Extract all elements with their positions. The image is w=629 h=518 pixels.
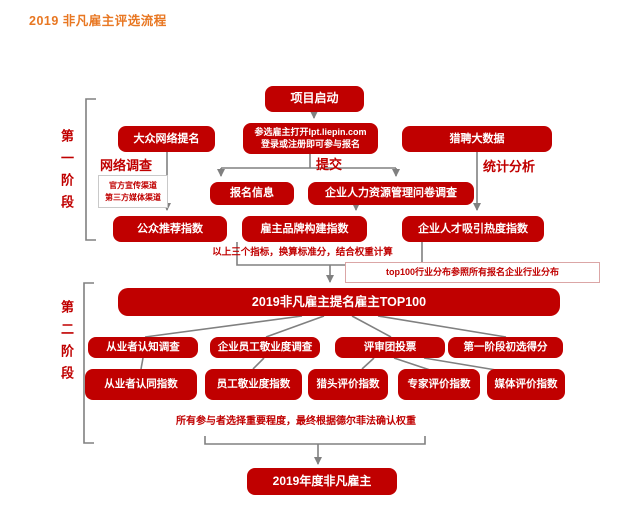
node-public-recommend-index: 公众推荐指数 <box>113 216 227 242</box>
node-final-award: 2019年度非凡雇主 <box>247 468 397 495</box>
node-hr-questionnaire: 企业人力资源管理问卷调查 <box>308 182 474 205</box>
node-project-start: 项目启动 <box>265 86 364 112</box>
node-liepin-bigdata: 猎聘大数据 <box>402 126 552 152</box>
stage1-label: 第一阶段 <box>59 129 74 217</box>
stage1-bracket <box>85 98 96 241</box>
node-registration-info: 报名信息 <box>210 182 294 205</box>
submit-label: 提交 <box>316 157 343 172</box>
channels-note-line1: 官方宣传渠道 <box>109 180 157 190</box>
apply-line1: 参选雇主打开lpt.liepin.com <box>254 126 367 137</box>
node-jury-vote: 评审团投票 <box>335 337 445 358</box>
stage2-label: 第二阶段 <box>59 300 74 388</box>
channels-note: 官方宣传渠道 第三方媒体渠道 <box>98 175 168 208</box>
node-stage1-score: 第一阶段初选得分 <box>448 337 563 358</box>
node-headhunter-index: 猎头评价指数 <box>308 369 388 400</box>
three-indicators-note: 以上三个指标，换算标准分，结合权重计算 <box>212 247 393 258</box>
node-apply-instructions: 参选雇主打开lpt.liepin.com 登录或注册即可参与报名 <box>243 123 378 154</box>
node-public-nomination: 大众网络提名 <box>118 126 215 152</box>
delphi-note: 所有参与者选择重要程度，最终根据德尔菲法确认权重 <box>176 416 416 427</box>
node-employer-brand-index: 雇主品牌构建指数 <box>242 216 367 242</box>
node-engagement-survey: 企业员工敬业度调查 <box>210 337 320 358</box>
channels-note-line2: 第三方媒体渠道 <box>105 192 161 202</box>
node-expert-index: 专家评价指数 <box>398 369 480 400</box>
network-survey-label: 网络调查 <box>100 158 153 173</box>
stage2-bracket <box>83 282 94 444</box>
apply-line2: 登录或注册即可参与报名 <box>260 138 360 149</box>
top100-note: top100行业分布参照所有报名企业行业分布 <box>345 262 600 283</box>
node-practitioner-survey: 从业者认知调查 <box>88 337 198 358</box>
node-media-index: 媒体评价指数 <box>487 369 565 400</box>
statistical-analysis-label: 统计分析 <box>483 159 536 174</box>
node-talent-attraction-index: 企业人才吸引热度指数 <box>402 216 544 242</box>
page-title: 2019 非凡雇主评选流程 <box>29 14 167 28</box>
node-top100-banner: 2019非凡雇主提名雇主TOP100 <box>118 288 560 316</box>
node-practitioner-index: 从业者认同指数 <box>85 369 197 400</box>
node-engagement-index: 员工敬业度指数 <box>205 369 302 400</box>
